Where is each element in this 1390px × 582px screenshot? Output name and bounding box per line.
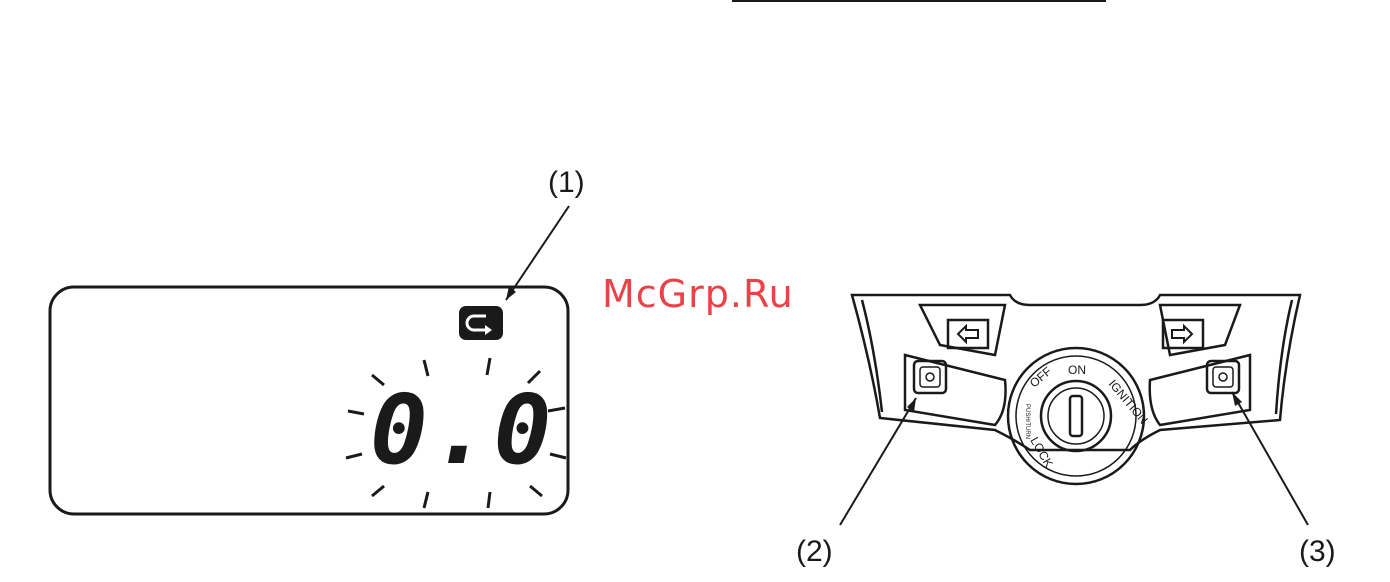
leader-line-2: [840, 398, 916, 525]
leader-line-3: [1232, 392, 1308, 525]
lcd-reading: 0.0: [370, 382, 555, 478]
leader-arrow-3: [1232, 392, 1242, 406]
left-arrow-icon: [948, 320, 988, 348]
watermark-text: McGrp.Ru: [602, 272, 794, 316]
left-push-button: [914, 361, 946, 393]
ignition-on-label: ON: [1068, 363, 1086, 377]
callout-label-1: (1): [548, 168, 585, 198]
key-slot: [1070, 396, 1082, 436]
ignition-label: IGNITION: [1106, 377, 1151, 427]
ignition-push-turn-label: PUSH/TURN: [1024, 404, 1030, 439]
ignition-off-label: OFF: [1027, 364, 1054, 390]
ignition-switch: OFF ON IGNITION LOCK PUSH/TURN: [1008, 348, 1151, 484]
callout-label-2: (2): [796, 537, 833, 567]
callout-label-3: (3): [1299, 537, 1336, 567]
return-arrow-icon: [459, 306, 503, 340]
